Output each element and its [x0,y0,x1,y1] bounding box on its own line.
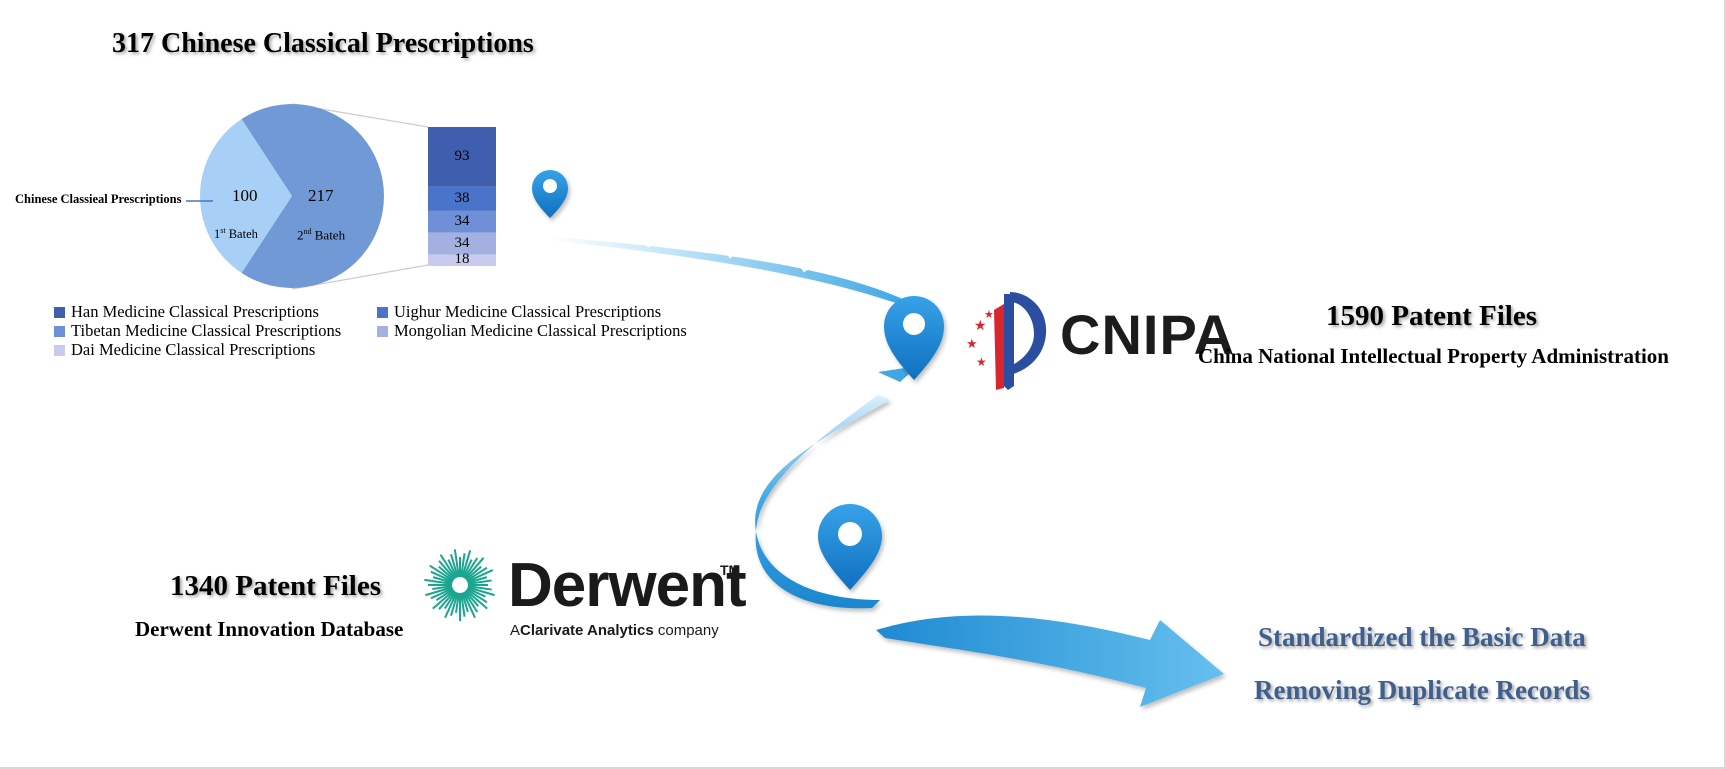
starburst-ray [430,587,454,600]
legend-swatch [377,306,388,318]
bar-segment [428,232,496,255]
starburst-ray [453,549,460,578]
starburst-ray [432,589,455,610]
starburst-ray [467,585,492,591]
starburst-ray [466,587,486,598]
starburst-ray [463,557,479,579]
starburst-ray [464,557,485,580]
pie-label-second-batch: 2nd Bateh [297,227,346,243]
starburst-ray [466,566,488,582]
pie-value-second-batch: 217 [308,186,334,205]
legend-item-dai: Dai Medicine Classical Prescriptions [54,340,315,360]
starburst-ray [465,589,488,610]
cnipa-count-title: 1590 Patent Files [1326,300,1538,332]
bar-value-label: 34 [454,234,470,251]
legend-swatch [54,325,65,337]
starburst-ray [460,592,466,617]
starburst-ray [424,578,453,585]
derwent-logo-text: Derwent [508,551,747,620]
location-pin-icon [884,296,944,380]
derwent-logo-tm: TM [720,562,741,578]
pie-value-first-batch: 100 [232,186,258,205]
cnipa-emblem-icon: ★ ★ ★ ★ [966,292,1047,390]
starburst-ray [461,592,469,613]
arrow-to-result [876,615,1224,707]
legend-swatch [54,344,65,356]
starburst-ray [430,570,454,583]
starburst-ray [425,586,453,597]
legend-item-uighur: Uighur Medicine Classical Prescriptions [377,302,661,322]
starburst-ray [466,569,494,583]
starburst-ray [450,592,459,616]
starburst-ray [432,585,453,590]
frame-border-right [1724,0,1726,769]
starburst-ray [438,590,456,610]
route-top [548,236,912,309]
svg-text:★: ★ [974,318,987,334]
bar-segment [428,186,496,211]
page-title: 317 Chinese Classical Prescriptions [112,28,534,59]
legend-item-mongolian: Mongolian Medicine Classical Prescriptio… [377,321,687,341]
pie-side-label: Chinese Classieal Prescriptions [15,192,182,206]
starburst-ray [462,559,473,579]
starburst-ray [438,560,456,580]
location-pin-icon [818,504,882,590]
svg-text:★: ★ [966,337,978,352]
starburst-ray [460,553,466,578]
cnipa-logo-text: CNIPA [1060,303,1236,366]
bar-segment [428,254,496,266]
starburst-ray [463,591,479,613]
starburst-ray [447,559,458,579]
bar-value-label: 34 [454,212,470,229]
cnipa-subtitle: China National Intellectual Property Adm… [1198,344,1669,368]
starburst-ray [438,565,455,581]
derwent-subtitle: Derwent Innovation Database [135,617,404,641]
legend-swatch [54,306,65,318]
starburst-ray [467,586,495,597]
bar-value-label: 18 [454,251,470,268]
starburst-ray [466,588,488,604]
svg-text:★: ★ [984,308,994,321]
legend-item-han: Han Medicine Classical Prescriptions [54,302,319,322]
starburst-ray [455,592,460,613]
starburst-ray [467,579,492,585]
bar-value-label: 38 [454,189,470,206]
starburst-ray [450,554,459,578]
starburst-ray [439,554,457,579]
pie-chart [200,103,385,288]
legend-item-tibetan: Tibetan Medicine Classical Prescriptions [54,321,341,341]
bar-value-label: 93 [454,147,470,164]
stacked-bar [428,127,496,266]
starburst-ray [461,550,472,578]
starburst-ray [432,576,453,584]
bar-segment [428,210,496,233]
svg-text:★: ★ [976,355,987,369]
starburst-ray [465,565,482,581]
derwent-starburst-icon [424,549,495,621]
result-line-dedup: Removing Duplicate Records [1254,675,1590,705]
starburst-ray [435,588,454,601]
bar-segment [428,127,496,187]
pie-label-first-batch: 1st Bateh [214,226,258,242]
starburst-ray [464,590,480,607]
pie-slice [241,103,385,288]
frame-border-bottom [0,767,1726,769]
starburst-ray [429,564,454,582]
pie-slice [200,119,292,273]
derwent-count-title: 1340 Patent Files [170,570,382,602]
starburst-ray [462,591,476,619]
result-line-standardized: Standardized the Basic Data [1258,622,1586,652]
derwent-tagline: AClarivate Analytics company [510,622,719,639]
legend-swatch [377,325,388,337]
starburst-ray [444,591,457,610]
starburst-ray [467,576,488,584]
location-pin-icon [532,170,568,218]
starburst-ray [444,591,458,619]
